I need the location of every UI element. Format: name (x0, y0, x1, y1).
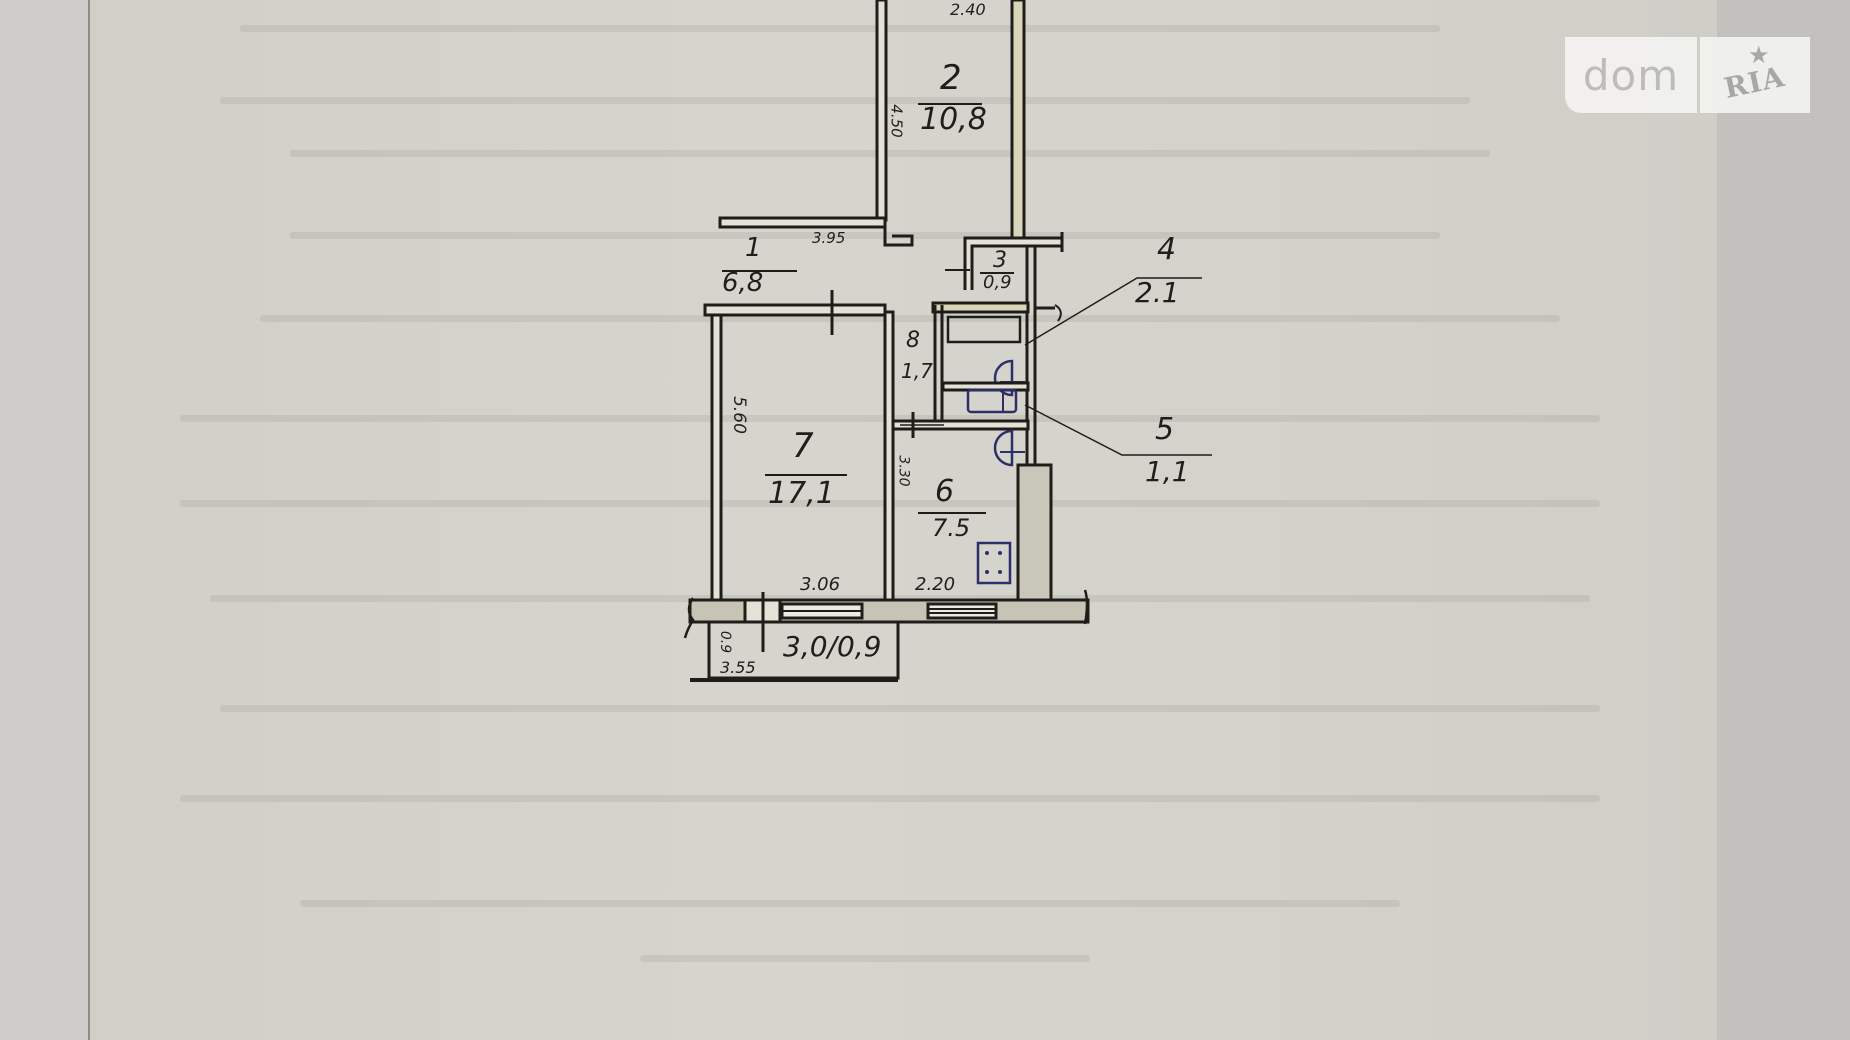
watermark-ria-text: RIA (1721, 59, 1789, 105)
fraction-bar (765, 474, 847, 476)
ghost-text-line (220, 705, 1600, 712)
room-4-area: 2.1 (1135, 276, 1180, 309)
window-kitchen (926, 602, 998, 620)
room-3-number: 3 (993, 248, 1007, 273)
ghost-text-line (640, 955, 1090, 962)
watermark-dom: dom (1565, 37, 1697, 113)
domria-watermark: dom ★ RIA (1565, 37, 1810, 113)
vent-shaft (1016, 463, 1053, 602)
room-8-area: 1,7 (901, 359, 933, 383)
room-7-area: 17,1 (768, 476, 835, 511)
room-6-area: 7.5 (932, 514, 971, 542)
room-1-number: 1 (745, 233, 762, 263)
fraction-bar (918, 103, 982, 105)
dim-room2-width: 2.40 (950, 0, 986, 19)
dim-room7-width: 3.06 (800, 574, 841, 595)
fraction-bar (722, 270, 797, 272)
room-4-number: 4 (1157, 232, 1177, 267)
ghost-text-line (300, 900, 1400, 907)
room-5-area: 1,1 (1145, 455, 1190, 488)
dim-kitchen-width: 2.20 (915, 574, 956, 595)
room-3-area: 0,9 (983, 272, 1012, 293)
room-8-number: 8 (906, 328, 920, 353)
dim-kitchen-length: 3.30 (895, 455, 912, 487)
ghost-text-line (260, 315, 1560, 322)
background-surface-right (1715, 0, 1850, 1040)
watermark-ria: ★ RIA (1700, 37, 1810, 113)
dim-corridor: 3.95 (812, 229, 846, 247)
ghost-text-line (220, 97, 1470, 104)
ghost-text-line (290, 150, 1490, 157)
room-2-area: 10,8 (920, 102, 987, 137)
bathtub-icon (946, 315, 1022, 344)
stove-icon (976, 541, 1012, 585)
toilet-icon (966, 388, 1018, 414)
room-2-number: 2 (940, 58, 962, 98)
dim-balcony-depth: 0.9 (717, 630, 734, 654)
balcony-area-label: 3,0/0,9 (783, 630, 882, 663)
dim-balcony-length: 3.55 (720, 658, 756, 677)
room-6-number: 6 (935, 474, 955, 509)
ghost-text-line (180, 795, 1600, 802)
fraction-bar (918, 512, 986, 514)
dim-room2-length: 4.50 (887, 104, 906, 138)
ghost-text-line (290, 232, 1440, 239)
dim-room7-length: 5.60 (728, 396, 749, 434)
star-icon: ★ (1748, 41, 1770, 69)
kitchen-sink-icon (993, 429, 1014, 467)
room-1-area: 6,8 (722, 268, 764, 298)
room-5-number: 5 (1155, 412, 1175, 447)
background-surface-left (0, 0, 88, 1040)
sink-icon (993, 359, 1014, 397)
fraction-bar (980, 272, 1014, 274)
room-7-number: 7 (792, 426, 814, 466)
ghost-text-line (240, 25, 1440, 32)
